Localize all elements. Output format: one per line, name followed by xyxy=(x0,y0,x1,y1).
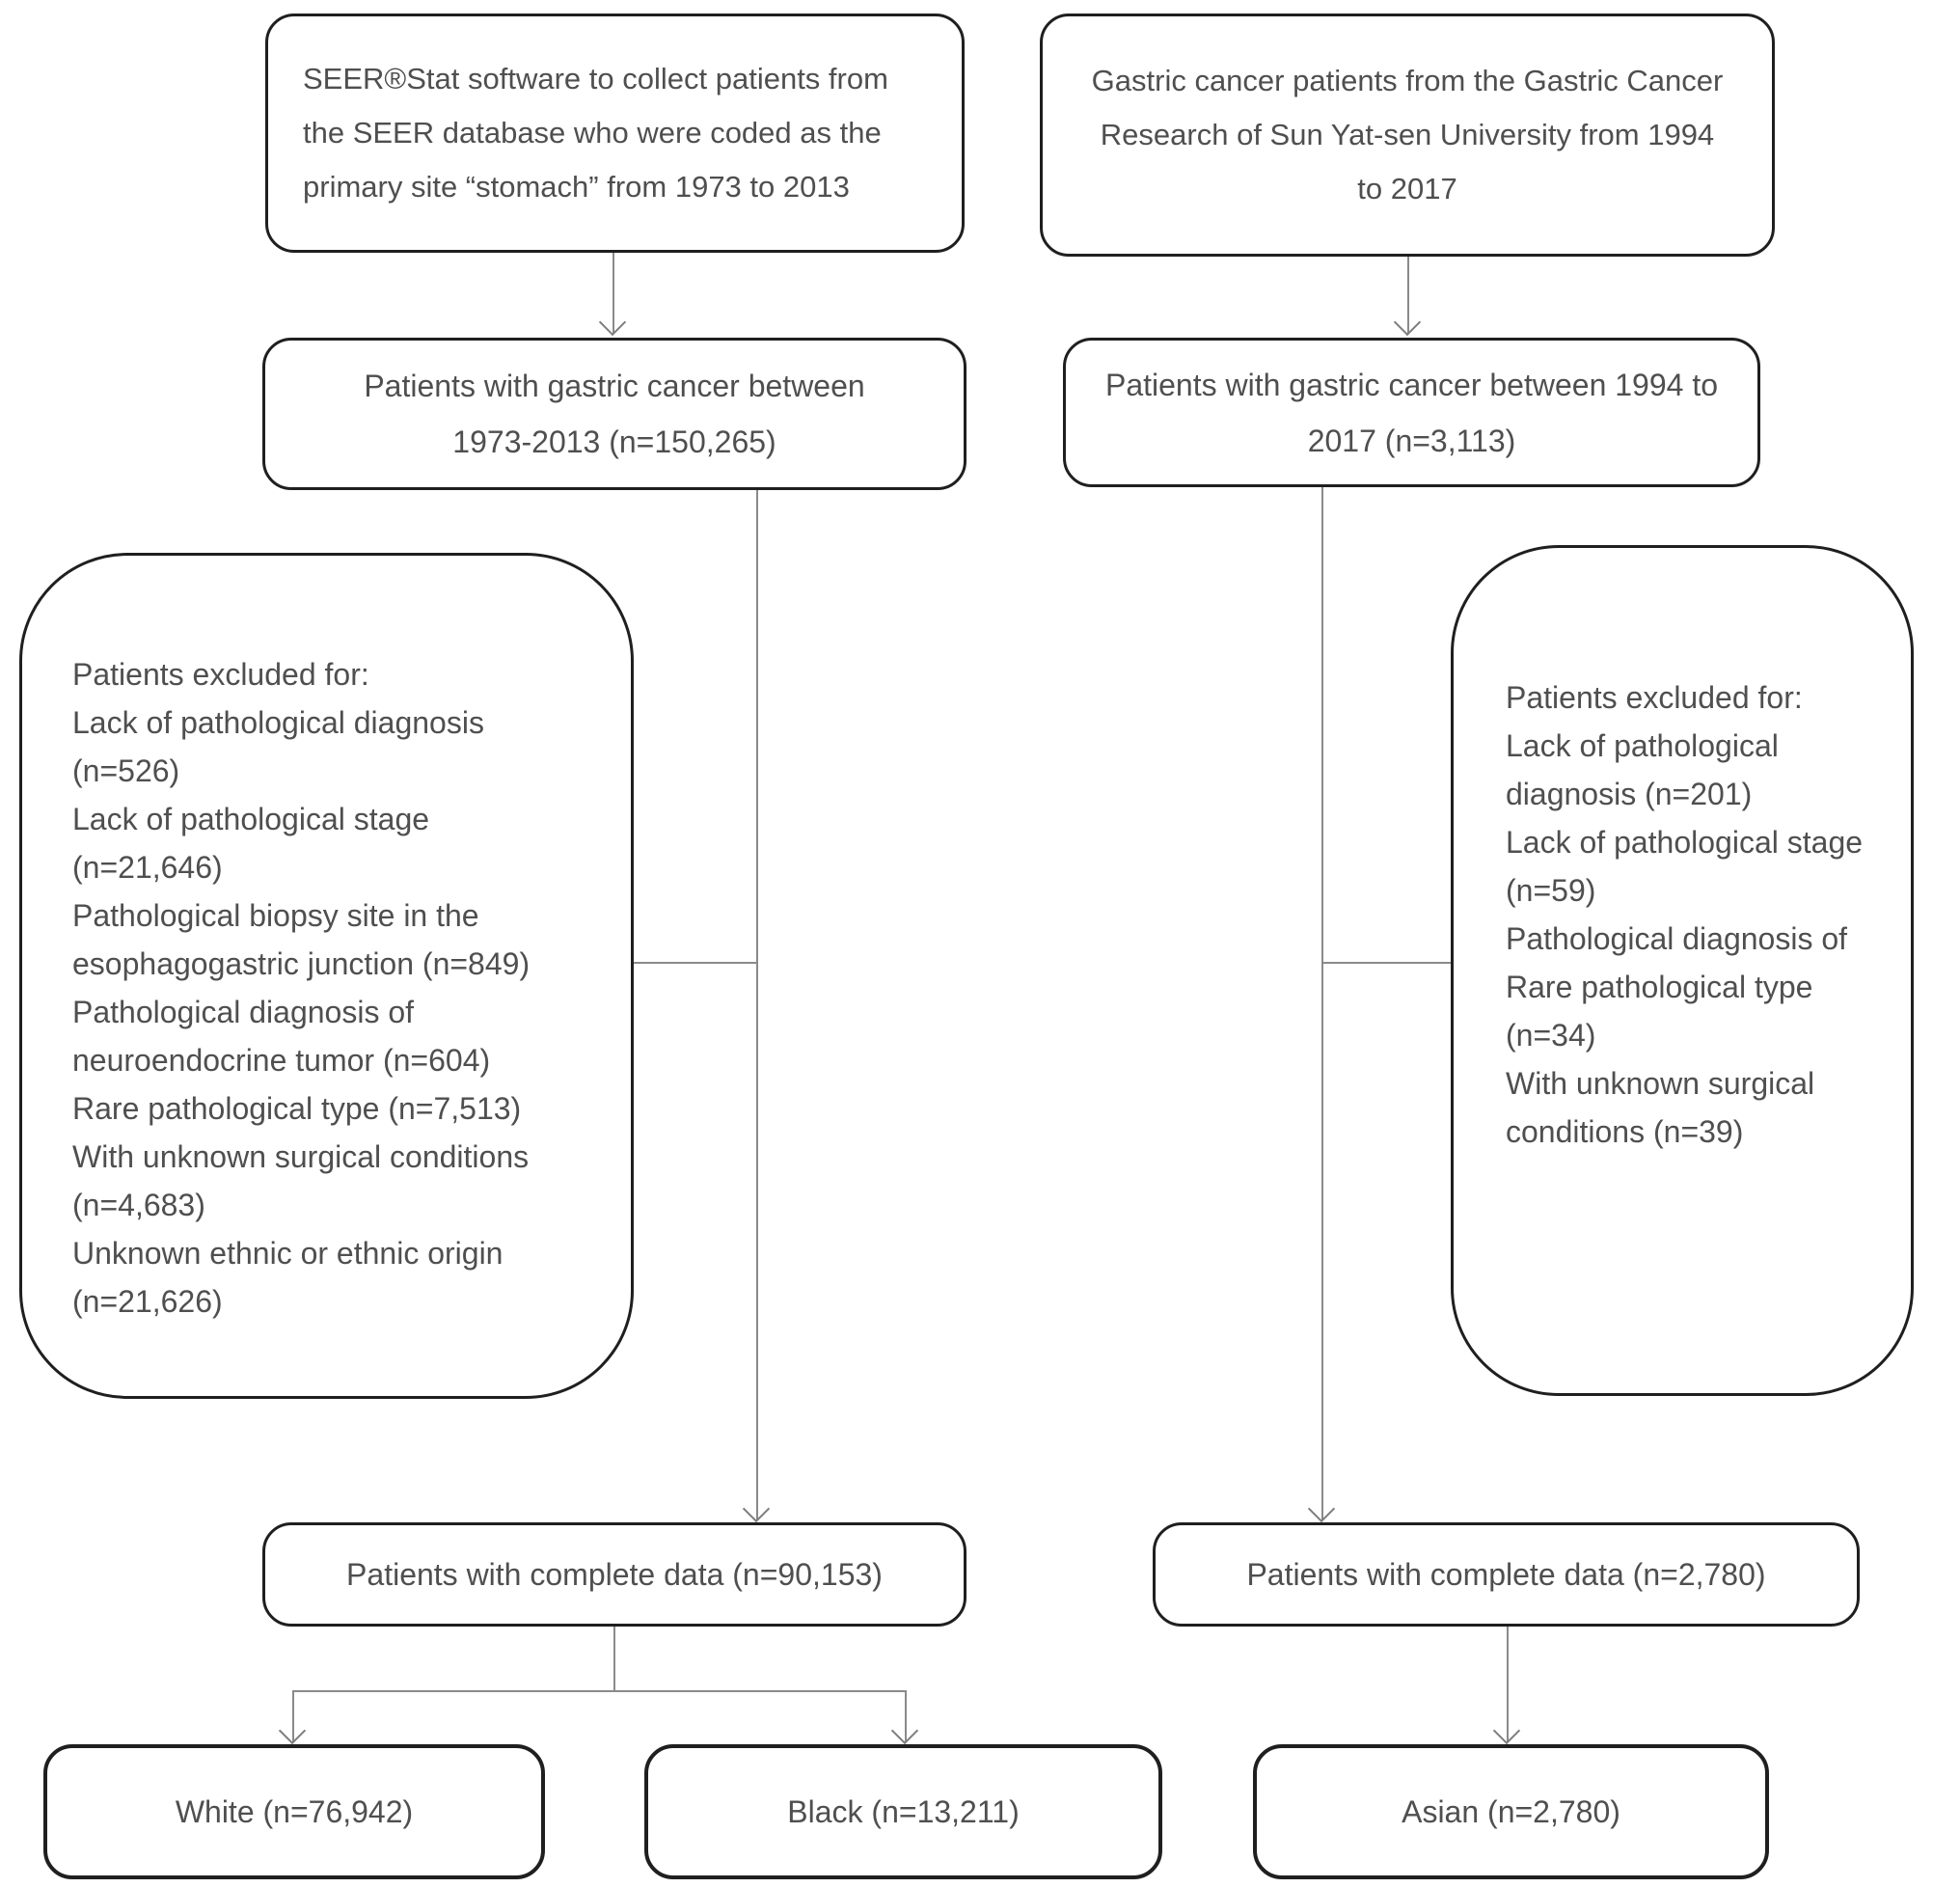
text-line: Patients excluded for: xyxy=(1506,680,1803,715)
text-line: 1973-2013 (n=150,265) xyxy=(452,424,776,459)
box-white-cohort: White (n=76,942) xyxy=(43,1744,545,1879)
text-line: neuroendocrine tumor (n=604) xyxy=(72,1043,491,1078)
text-line: (n=526) xyxy=(72,753,180,788)
text-line: (n=4,683) xyxy=(72,1188,205,1222)
text-line: Rare pathological type xyxy=(1506,970,1813,1004)
text-line: Lack of pathological diagnosis xyxy=(72,705,484,740)
text-line: Pathological biopsy site in the xyxy=(72,898,479,933)
arrowhead-icon xyxy=(742,1494,771,1523)
text-line: diagnosis (n=201) xyxy=(1506,777,1753,811)
text-line: (n=21,646) xyxy=(72,850,223,885)
text-line: the SEER database who were coded as the xyxy=(303,116,882,150)
connector-to-white-box xyxy=(292,1690,294,1742)
text-line: conditions (n=39) xyxy=(1506,1114,1744,1149)
connector-to-black-box xyxy=(905,1690,907,1742)
text-line: Pathological diagnosis of xyxy=(1506,921,1848,956)
box-seer-source: SEER®Stat software to collect patients f… xyxy=(265,14,965,253)
box-asian-cohort: Asian (n=2,780) xyxy=(1253,1744,1769,1879)
arrowhead-icon xyxy=(598,308,627,337)
arrowhead-icon xyxy=(278,1716,307,1745)
box-seer-complete-data: Patients with complete data (n=90,153) xyxy=(262,1522,966,1627)
connector-seer-source-to-cohort xyxy=(612,253,614,334)
connector-seer-exclusion-branch xyxy=(634,962,756,964)
text-line: With unknown surgical xyxy=(1506,1066,1815,1101)
text-line: (n=34) xyxy=(1506,1018,1596,1053)
text-line: Lack of pathological stage xyxy=(72,802,430,836)
text-line: primary site “stomach” from 1973 to 2013 xyxy=(303,170,850,204)
text-line: Patients with gastric cancer between 199… xyxy=(1104,367,1719,402)
text-line: Gastric cancer patients from the Gastric… xyxy=(1091,64,1724,97)
text-line: (n=21,626) xyxy=(72,1284,223,1319)
text-line: Research of Sun Yat-sen University from … xyxy=(1100,118,1715,151)
text-line: Pathological diagnosis of xyxy=(72,995,415,1029)
arrowhead-icon xyxy=(1492,1716,1521,1745)
text-line: Patients with gastric cancer between xyxy=(364,369,865,403)
connector-to-asian-box xyxy=(1507,1627,1509,1742)
text-line: Rare pathological type (n=7,513) xyxy=(72,1091,522,1126)
text-line: to 2017 xyxy=(1357,172,1457,205)
connector-seer-cohort-to-complete xyxy=(756,490,758,1520)
text-line: (n=59) xyxy=(1506,873,1596,908)
box-seer-exclusions: Patients excluded for: Lack of pathologic… xyxy=(19,553,634,1399)
box-sysu-exclusions: Patients excluded for: Lack of pathologic… xyxy=(1451,545,1914,1396)
box-sysu-source: Gastric cancer patients from the Gastric… xyxy=(1040,14,1775,257)
box-text: Asian (n=2,780) xyxy=(1402,1794,1620,1829)
connector-seer-complete-split-stem xyxy=(613,1627,615,1690)
box-black-cohort: Black (n=13,211) xyxy=(644,1744,1162,1879)
arrowhead-icon xyxy=(1307,1494,1336,1523)
box-text: White (n=76,942) xyxy=(175,1794,414,1829)
arrowhead-icon xyxy=(890,1716,919,1745)
text-line: Lack of pathological xyxy=(1506,728,1779,763)
box-seer-cohort: Patients with gastric cancer between 1973… xyxy=(262,338,966,490)
box-sysu-cohort: Patients with gastric cancer between 199… xyxy=(1063,338,1760,487)
arrowhead-icon xyxy=(1393,308,1422,337)
text-line: With unknown surgical conditions xyxy=(72,1139,530,1174)
text-line: Patients excluded for: xyxy=(72,657,369,692)
connector-seer-complete-split-bar xyxy=(292,1690,907,1692)
connector-sysu-source-to-cohort xyxy=(1407,257,1409,334)
text-line: 2017 (n=3,113) xyxy=(1307,423,1516,458)
text-line: esophagogastric junction (n=849) xyxy=(72,946,531,981)
text-line: Unknown ethnic or ethnic origin xyxy=(72,1236,504,1271)
box-text: Patients with complete data (n=2,780) xyxy=(1246,1557,1766,1592)
box-text: Patients with complete data (n=90,153) xyxy=(346,1557,883,1592)
connector-sysu-cohort-to-complete xyxy=(1321,487,1323,1520)
box-sysu-complete-data: Patients with complete data (n=2,780) xyxy=(1153,1522,1860,1627)
connector-sysu-exclusion-branch xyxy=(1321,962,1451,964)
box-text: Black (n=13,211) xyxy=(787,1794,1020,1829)
text-line: SEER®Stat software to collect patients f… xyxy=(303,62,888,96)
text-line: Lack of pathological stage xyxy=(1506,825,1864,860)
